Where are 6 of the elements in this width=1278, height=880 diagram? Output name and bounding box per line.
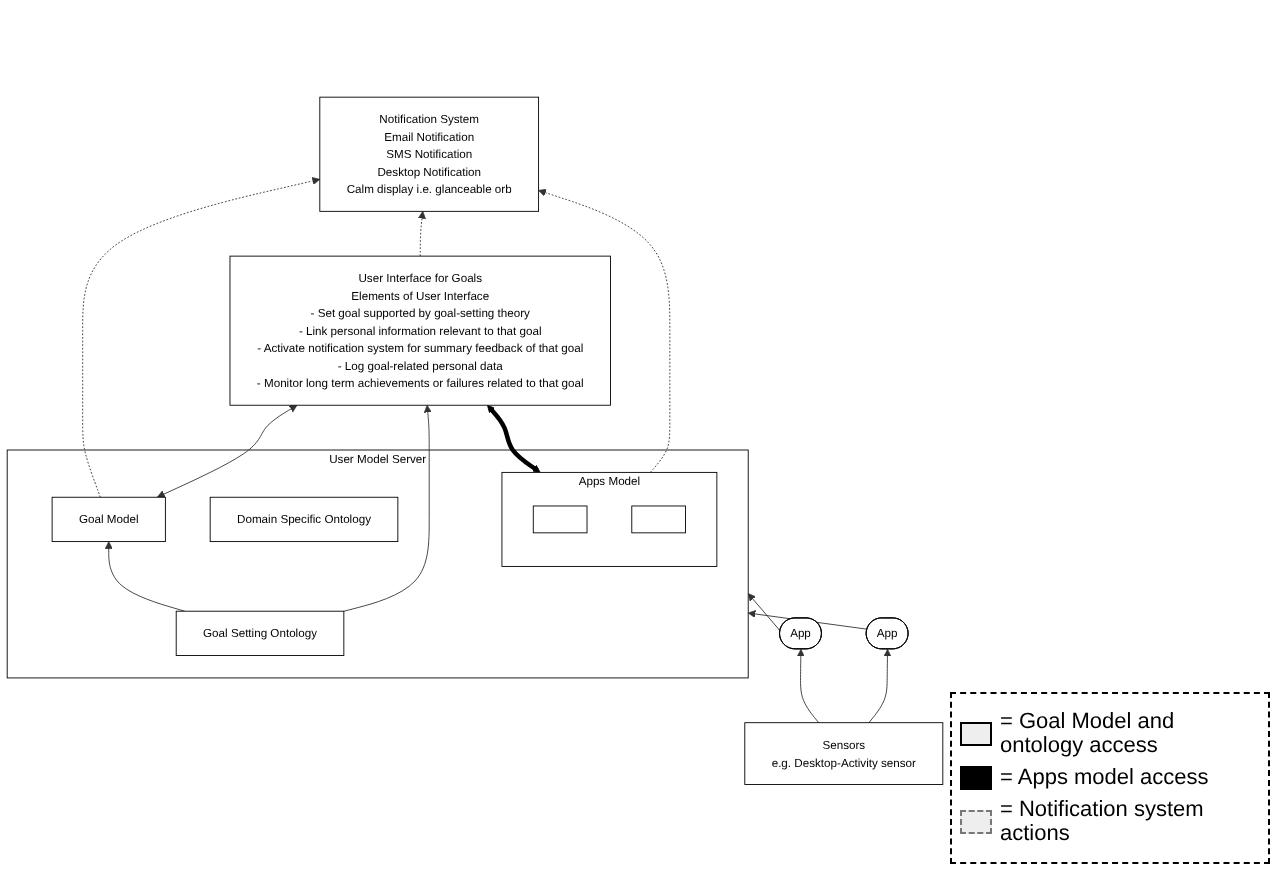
node-box (631, 504, 686, 533)
legend-text: = Notification system actions (1000, 798, 1206, 846)
legend-text: = Goal Model and ontology access (1000, 710, 1177, 758)
arrow (487, 404, 541, 472)
legend-text: = Apps model access (1000, 766, 1209, 790)
node-box (532, 504, 588, 533)
